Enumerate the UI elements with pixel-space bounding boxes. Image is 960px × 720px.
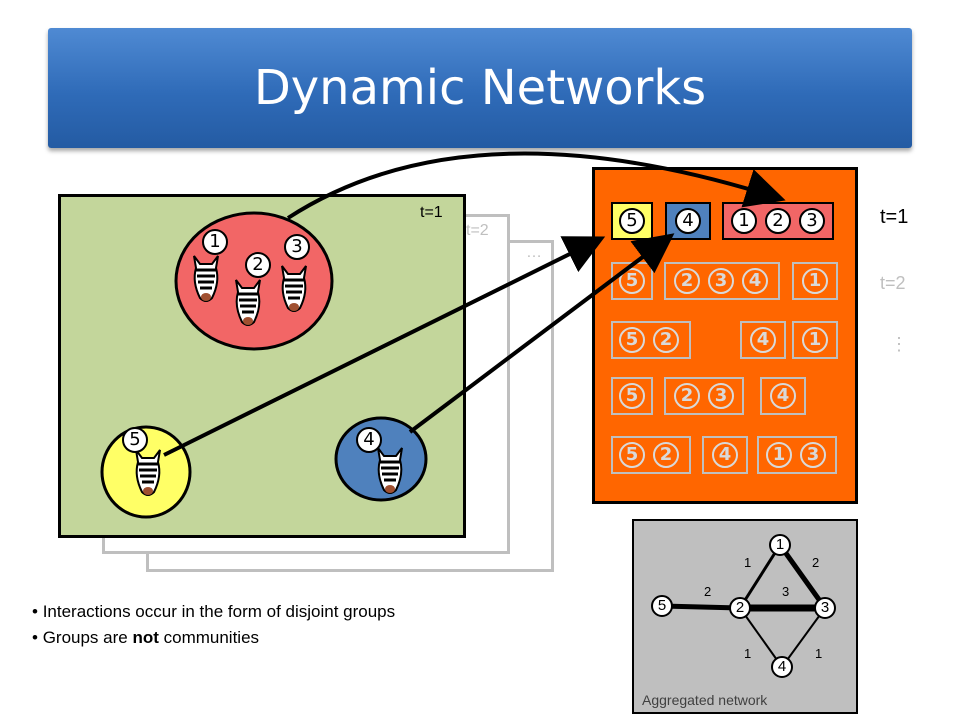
- zebra-icon: [193, 255, 219, 302]
- seq-group-box: [611, 377, 653, 415]
- edge-weight-5-2: 2: [704, 584, 712, 599]
- aggregated-caption: Aggregated network: [642, 692, 768, 708]
- seq-node: 3: [799, 208, 825, 234]
- zebra-icon: [377, 447, 403, 494]
- agg-node-5: 5: [651, 595, 673, 617]
- seq-group-box: [792, 262, 838, 300]
- agg-node-4: 4: [771, 656, 793, 678]
- zebra-icon: [281, 265, 307, 312]
- seq-node: 4: [712, 442, 738, 468]
- seq-node: 1: [766, 442, 792, 468]
- seq-group-box: [611, 321, 691, 359]
- seq-group-box: [740, 321, 786, 359]
- bullet-1: • Interactions occur in the form of disj…: [32, 602, 396, 621]
- seq-group-box: [757, 436, 837, 474]
- seq-node: 2: [674, 268, 700, 294]
- seq-group-box: [664, 377, 744, 415]
- bullet-2-text-pre: Groups are: [42, 628, 133, 647]
- seq-group-box: [760, 377, 806, 415]
- bullet-list: • Interactions occur in the form of disj…: [32, 602, 395, 654]
- edge-weight-3-4: 1: [815, 646, 823, 661]
- seq-node: 1: [802, 268, 828, 294]
- arrow-blue-group: [408, 233, 675, 434]
- seq-node: 2: [653, 442, 679, 468]
- bullet-2: • Groups are not communities: [32, 628, 260, 647]
- seq-node: 3: [708, 268, 734, 294]
- title-bar: Dynamic Networks: [48, 28, 912, 148]
- agg-node-1: 1: [769, 534, 791, 556]
- zebra-1-badge: 1: [202, 229, 228, 255]
- seq-group-box: [611, 436, 691, 474]
- arrow-red-group: [286, 151, 786, 220]
- seq-node: 3: [800, 442, 826, 468]
- zebra-2-badge: 2: [245, 252, 271, 278]
- seq-node: 2: [765, 208, 791, 234]
- seq-node: 4: [750, 327, 776, 353]
- edge-weight-2-3: 3: [782, 584, 790, 599]
- seq-node: 3: [708, 383, 734, 409]
- seq-label-ellipsis: ⋮: [890, 334, 908, 354]
- seq-label-t1: t=1: [880, 206, 909, 228]
- zebra-5-badge: 5: [122, 427, 148, 453]
- zebra-icon: [235, 279, 261, 326]
- slide-title: Dynamic Networks: [253, 60, 707, 116]
- bullet-2-bold: not: [132, 628, 159, 647]
- seq-node: 1: [802, 327, 828, 353]
- frame-t1-label: t=1: [420, 204, 443, 221]
- seq-node: 5: [619, 208, 645, 234]
- seq-node: 2: [653, 327, 679, 353]
- seq-node: 4: [675, 208, 701, 234]
- edge-weight-1-2: 1: [744, 555, 752, 570]
- arrow-yellow-group: [163, 236, 606, 457]
- bullet-1-text: Interactions occur in the form of disjoi…: [42, 602, 396, 621]
- zebra-icon: [135, 449, 161, 496]
- edge-3-4: [781, 607, 826, 668]
- seq-node: 4: [770, 383, 796, 409]
- edge-5-2: [661, 603, 741, 611]
- edge-weight-2-4: 1: [744, 646, 752, 661]
- seq-node: 1: [731, 208, 757, 234]
- seq-node: 5: [619, 327, 645, 353]
- zebra-4-badge: 4: [356, 427, 382, 453]
- frame-t2-label: t=2: [466, 222, 489, 239]
- frame-ellipsis: …: [526, 244, 542, 261]
- edge-weight-1-3: 2: [812, 555, 820, 570]
- edge-1-3: [777, 543, 828, 610]
- seq-group-box: [792, 321, 838, 359]
- bullet-2-text-post: communities: [158, 628, 260, 647]
- agg-node-3: 3: [814, 597, 836, 619]
- zebra-3-badge: 3: [284, 234, 310, 260]
- seq-node: 5: [619, 383, 645, 409]
- seq-group-box: [664, 262, 780, 300]
- seq-node: 2: [674, 383, 700, 409]
- seq-node: 5: [619, 442, 645, 468]
- seq-label-t2: t=2: [880, 273, 906, 293]
- seq-node: 4: [742, 268, 768, 294]
- seq-group-box: [702, 436, 748, 474]
- agg-node-2: 2: [729, 597, 751, 619]
- edge-1-2: [738, 544, 782, 609]
